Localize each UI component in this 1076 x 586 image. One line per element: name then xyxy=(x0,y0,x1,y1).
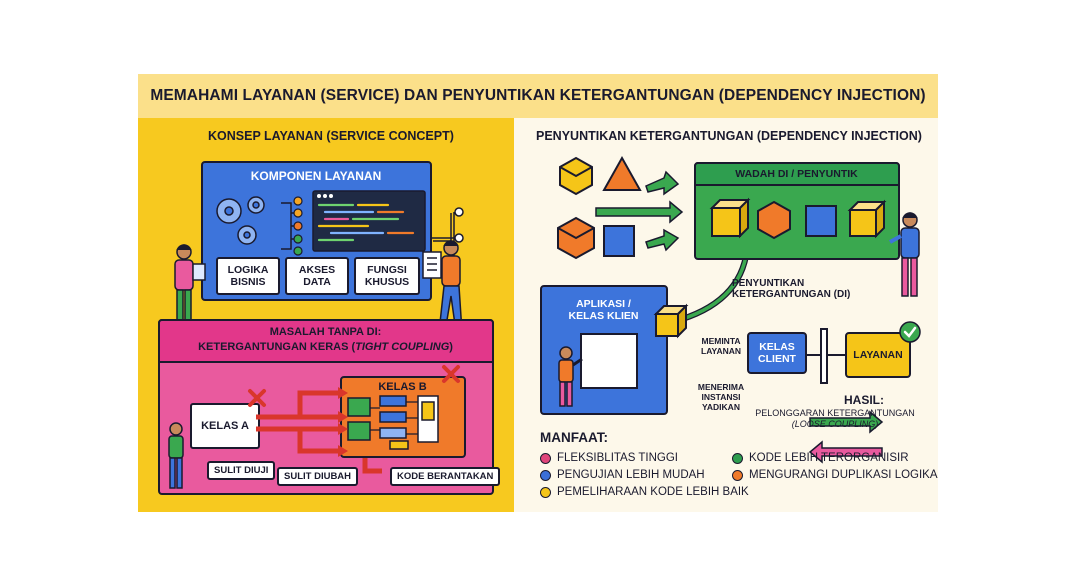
injection-label: PENYUNTIKAN KETERGANTUNGAN (DI) xyxy=(732,277,851,301)
client-service-link xyxy=(807,354,846,356)
result-text-loose-coupling: (LOOSE COUPLING) xyxy=(791,419,879,429)
square-shape-icon xyxy=(603,225,635,257)
client-application-title: APLIKASI / KELAS KLIEN xyxy=(568,297,639,322)
injector-person-figure xyxy=(889,212,920,297)
data-access-module: AKSES DATA xyxy=(285,257,349,295)
page-title: MEMAHAMI LAYANAN (SERVICE) DAN PENYUNTIK… xyxy=(150,87,926,104)
bullet-dot-icon xyxy=(732,469,743,481)
special-function-module: FUNGSI KHUSUS xyxy=(354,257,420,295)
bullet-dot-icon xyxy=(732,452,743,464)
benefit-item: FLEKSIBLITAS TINGGI xyxy=(540,452,678,464)
interface-bar xyxy=(820,328,828,384)
bullet-dot-icon xyxy=(540,486,551,498)
tight-coupling-arrows xyxy=(168,365,460,489)
client-developer-figure xyxy=(558,346,583,407)
service-internals xyxy=(216,190,452,273)
injection-slot xyxy=(580,333,638,389)
dependency-injection-title: PENYUNTIKAN KETERGANTUNGAN (DEPENDENCY I… xyxy=(536,129,922,143)
left-panel: KONSEP LAYANAN (SERVICE CONCEPT) KOMPONE… xyxy=(138,118,514,512)
hard-to-test-tag: SULIT DIUJI xyxy=(207,461,276,480)
orange-hexagon-icon xyxy=(757,200,791,240)
class-b-box: KELAS B xyxy=(340,376,466,458)
di-diagram-graphics xyxy=(557,155,884,464)
messy-code-tag: KODE BERANTAKAN xyxy=(390,467,501,486)
right-panel: PENYUNTIKAN KETERGANTUNGAN (DEPENDENCY I… xyxy=(514,118,938,512)
problem-header xyxy=(157,318,494,363)
bullet-dot-icon xyxy=(540,469,551,481)
check-icon xyxy=(899,321,921,343)
problem-title-line2: KETERGANTUNGAN KERAS (TIGHT COUPLING) xyxy=(198,341,453,353)
benefit-item: MENGURANGI DUPLIKASI LOGIKA xyxy=(732,469,938,481)
connector-dots xyxy=(432,207,464,264)
yellow-cube-icon xyxy=(709,197,751,239)
tight-coupling-problem-box: MASALAH TANPA DI: KETERGANTUNGAN KERAS (… xyxy=(157,318,501,495)
status-dots xyxy=(293,196,303,256)
service-box: LAYANAN xyxy=(845,332,911,378)
result-text: PELONGGARAN KETERGANTUNGAN xyxy=(755,408,915,418)
class-b-label: KELAS B xyxy=(378,381,427,393)
confused-developer-figure xyxy=(168,422,184,489)
class-a-box: KELAS A xyxy=(190,403,260,449)
error-x-icon xyxy=(248,365,460,407)
problem-title-line1: MASALAH TANPA DI: xyxy=(269,326,382,338)
header-banner: MEMAHAMI LAYANAN (SERVICE) DAN PENYUNTIK… xyxy=(138,74,938,118)
benefit-item: PENGUJIAN LEBIH MUDAH xyxy=(540,469,705,481)
blue-square-icon xyxy=(805,205,837,237)
orange-cube-icon xyxy=(557,216,595,260)
hard-to-change-tag: SULIT DIUBAH xyxy=(277,467,359,486)
receive-instance-label: MENERIMA INSTANSI YADIKAN xyxy=(697,382,745,412)
di-container-box: WADAH DI / PENYUNTIK xyxy=(693,161,900,260)
hexagon-cube-icon xyxy=(559,156,593,196)
container-dependencies xyxy=(709,197,887,240)
benefit-item: KODE LEBIH TERORGANISIR xyxy=(732,452,909,464)
result-title: HASIL: xyxy=(844,393,884,407)
benefit-item: PEMELIHARAAN KODE LEBIH BAIK xyxy=(540,486,749,498)
class-b-internals xyxy=(347,395,439,450)
service-concept-title: KONSEP LAYANAN (SERVICE CONCEPT) xyxy=(208,129,454,143)
infographic: MEMAHAMI LAYANAN (SERVICE) DAN PENYUNTIK… xyxy=(138,74,938,512)
bullet-dot-icon xyxy=(540,452,551,464)
service-component-box: KOMPONEN LAYANAN xyxy=(201,161,452,301)
service-component-title: KOMPONEN LAYANAN xyxy=(250,169,382,183)
injected-cube-icon xyxy=(653,303,689,339)
di-container-title: WADAH DI / PENYUNTIK xyxy=(735,168,858,180)
request-arrow xyxy=(809,410,884,434)
gear-icon xyxy=(216,196,265,245)
business-logic-module: LOGIKA BISNIS xyxy=(216,257,280,295)
request-service-label: MEMINTA LAYANAN xyxy=(701,336,741,356)
benefits-title: MANFAAT: xyxy=(540,430,608,445)
triangle-shape-icon xyxy=(602,155,642,191)
yellow-cube-icon-2 xyxy=(847,199,887,239)
input-arrows xyxy=(595,170,684,252)
receive-arrow xyxy=(808,440,883,464)
client-application-box: APLIKASI / KELAS KLIEN xyxy=(540,285,668,415)
code-window xyxy=(312,190,426,252)
client-class-box: KELAS CLIENT xyxy=(747,332,807,374)
